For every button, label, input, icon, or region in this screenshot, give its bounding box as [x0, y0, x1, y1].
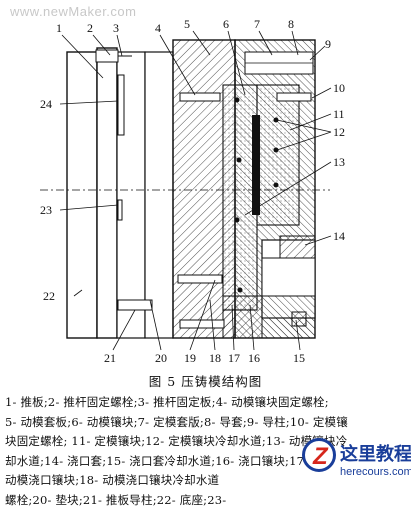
callout-20: 20 — [155, 351, 167, 365]
callout-2: 2 — [87, 21, 93, 35]
callout-22: 22 — [43, 289, 55, 303]
callout-5: 5 — [184, 17, 190, 31]
site-logo[interactable]: Z 这里教程网 herecours.com — [300, 432, 411, 498]
spacer-block — [144, 51, 174, 339]
callout-3: 3 — [113, 21, 119, 35]
movable-insert — [222, 84, 258, 311]
callout-21: 21 — [104, 351, 116, 365]
callout-9: 9 — [325, 37, 331, 51]
legend-line: 却水道;14- 浇口套;15- 浇口套冷却水道;16- 浇口镶块;17- 动 — [5, 453, 324, 468]
base-plate — [66, 51, 98, 339]
cooling-channels — [234, 97, 279, 293]
callout-14: 14 — [333, 229, 345, 243]
callout-15: 15 — [293, 351, 305, 365]
logo-name: 这里教程网 — [340, 444, 411, 465]
callout-4: 4 — [155, 21, 161, 35]
callout-12: 12 — [333, 125, 345, 139]
gate-insert — [222, 295, 263, 339]
parts-legend: 1- 推板;2- 推杆固定螺栓;3- 推杆固定板;4- 动模镶块固定螺栓; 5-… — [5, 393, 405, 511]
callout-23: 23 — [40, 203, 52, 217]
callout-16: 16 — [248, 351, 260, 365]
logo-url: herecours.com — [340, 466, 411, 478]
logo-mark-letter: Z — [313, 443, 328, 470]
die-casting-mold-drawing: 1 2 3 4 5 6 7 8 9 10 11 12 13 14 15 16 1… — [40, 17, 345, 365]
ejector-plate — [96, 47, 118, 339]
logo-mark-icon: Z — [302, 438, 336, 472]
figure-caption: 图 5 压铸模结构图 — [148, 374, 263, 389]
callout-13: 13 — [333, 155, 345, 169]
callout-6: 6 — [223, 17, 229, 31]
callout-18: 18 — [209, 351, 221, 365]
callout-17: 17 — [228, 351, 240, 365]
callout-19: 19 — [184, 351, 196, 365]
callout-24: 24 — [40, 97, 52, 111]
casting-cavity — [252, 115, 260, 215]
legend-line: 动模浇口镶块;18- 动模浇口镶块冷却水道 — [5, 473, 220, 488]
legend-line: 1- 推板;2- 推杆固定螺栓;3- 推杆固定板;4- 动模镶块固定螺栓; — [5, 395, 329, 409]
callout-10: 10 — [333, 81, 345, 95]
bolts — [95, 49, 312, 329]
callout-8: 8 — [288, 17, 294, 31]
watermark: www.newMaker.com — [10, 4, 137, 19]
callout-7: 7 — [254, 17, 260, 31]
legend-line: 5- 动模套板;6- 动模镶块;7- 定模套版;8- 导套;9- 导柱;10- … — [5, 414, 348, 429]
callout-1: 1 — [56, 21, 62, 35]
legend-line: 块固定螺栓; 11- 定模镶块;12- 定模镶块冷却水道;13- 动模镶块冷 — [5, 434, 348, 449]
callout-labels: 1 2 3 4 5 6 7 8 9 10 11 12 13 14 15 16 1… — [40, 17, 345, 365]
callout-11: 11 — [333, 107, 345, 121]
